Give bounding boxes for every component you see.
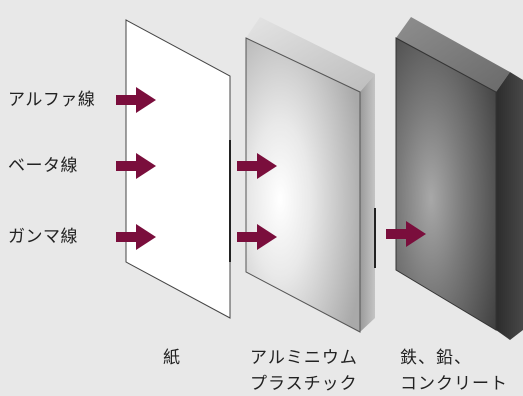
paper-sheet	[125, 19, 231, 319]
paper-sheet-face	[125, 19, 231, 319]
alpha-ray-label: アルファ線	[8, 90, 96, 110]
paper-label-line1: 紙	[163, 348, 181, 368]
beta-ray-label: ベータ線	[8, 156, 78, 176]
aluminum-slab	[245, 17, 375, 333]
iron-slab-face	[395, 37, 497, 331]
iron-label-line1: 鉄、鉛、	[400, 348, 472, 368]
aluminum-slab-side	[360, 74, 375, 332]
aluminum-slab-face	[245, 37, 361, 333]
aluminum-label-line1: アルミニウム	[250, 348, 358, 368]
paper-label: 紙	[163, 345, 181, 371]
aluminum-edge-shadow	[374, 208, 376, 268]
iron-label-line2: コンクリート	[400, 374, 508, 394]
iron-label: 鉄、鉛、 コンクリート	[400, 345, 508, 396]
aluminum-slab-top	[246, 17, 375, 92]
iron-slab-side	[496, 72, 523, 340]
paper-edge-shadow	[229, 140, 231, 262]
gamma-ray-label: ガンマ線	[8, 227, 78, 247]
iron-slab-top	[396, 17, 510, 92]
aluminum-label: アルミニウム プラスチック	[250, 345, 358, 396]
aluminum-label-line2: プラスチック	[250, 374, 358, 394]
iron-slab	[395, 17, 523, 340]
